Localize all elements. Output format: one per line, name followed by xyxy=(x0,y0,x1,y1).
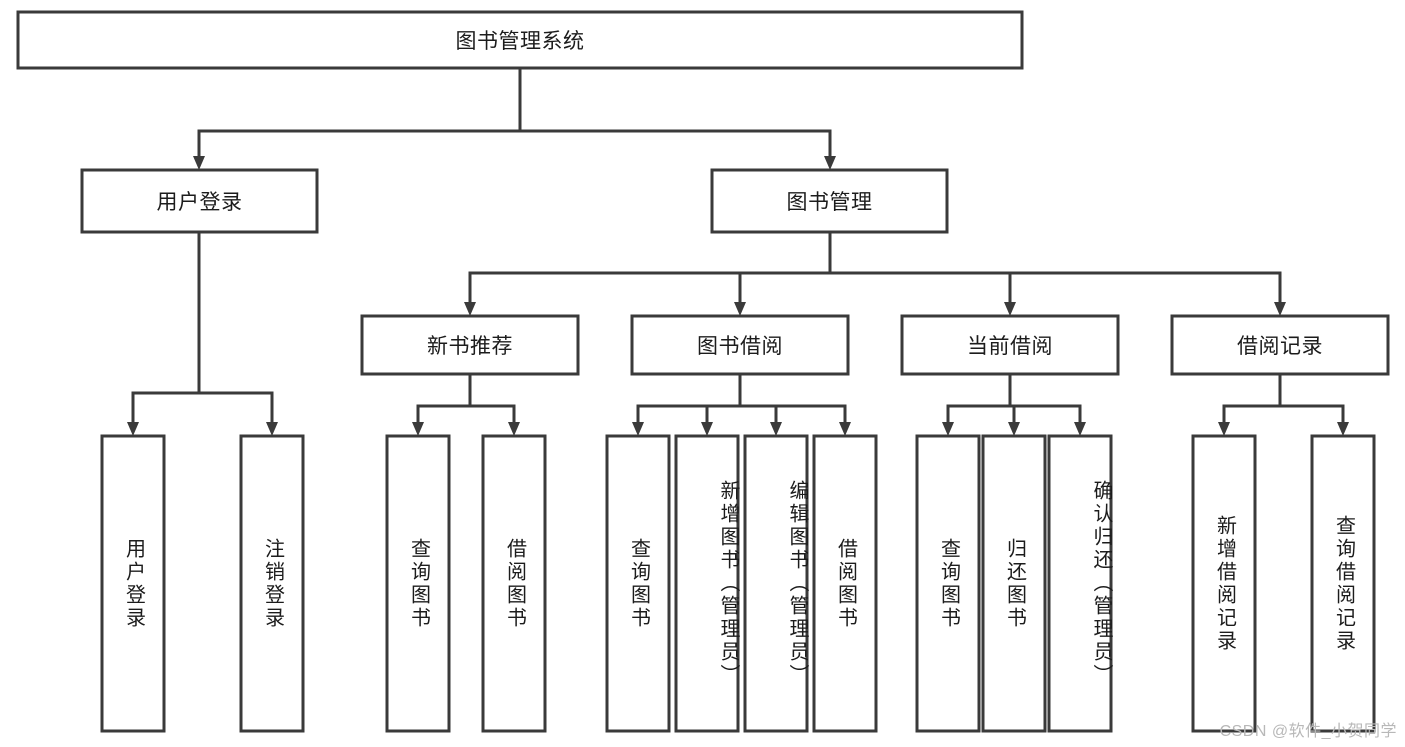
connector-book-mgmt-bus xyxy=(468,230,1282,275)
arrowhead-bm-to-borrow xyxy=(734,302,746,316)
connector-borrow-records-bus xyxy=(1222,372,1345,408)
arrowhead-bm-to-current xyxy=(1004,302,1016,316)
arrowhead-nb-leaf1 xyxy=(412,422,424,436)
leaf-box-bb-add-book[interactable] xyxy=(674,434,740,733)
arrowhead-bb-leaf3 xyxy=(770,422,782,436)
connector-user-login-bus xyxy=(131,230,274,395)
leaf-box-cb-confirm-return[interactable] xyxy=(1047,434,1113,733)
leaf-box-nb-borrow-book[interactable] xyxy=(481,434,547,733)
leaf-box-user-login[interactable] xyxy=(100,434,166,733)
node-user-login-box[interactable] xyxy=(80,168,319,234)
arrowhead-nb-leaf2 xyxy=(508,422,520,436)
arrowhead-br-leaf1 xyxy=(1218,422,1230,436)
leaf-box-cb-query-book[interactable] xyxy=(915,434,981,733)
leaf-box-br-add-record[interactable] xyxy=(1191,434,1257,733)
csdn-watermark: CSDN @软件_小贺同学 xyxy=(1219,723,1397,740)
arrowhead-root-to-book-mgmt xyxy=(824,156,836,170)
connector-root-bus xyxy=(197,66,832,133)
leaf-box-br-query-record[interactable] xyxy=(1310,434,1376,733)
arrowhead-user-login-leaf2 xyxy=(266,422,278,436)
connector-current-borrow-bus xyxy=(946,372,1082,408)
arrowhead-user-login-leaf1 xyxy=(127,422,139,436)
node-current-borrow-box[interactable] xyxy=(900,314,1120,376)
leaf-box-bb-borrow-book[interactable] xyxy=(812,434,878,733)
arrowhead-bb-leaf1 xyxy=(632,422,644,436)
node-book-borrow-box[interactable] xyxy=(630,314,850,376)
node-new-books-box[interactable] xyxy=(360,314,580,376)
leaf-box-bb-query-book[interactable] xyxy=(605,434,671,733)
connector-new-books-bus xyxy=(416,372,516,408)
connector-book-borrow-bus xyxy=(636,372,847,408)
node-root-box[interactable] xyxy=(16,10,1024,70)
arrowhead-bm-to-new-books xyxy=(464,302,476,316)
arrowhead-cb-leaf3 xyxy=(1074,422,1086,436)
arrowhead-cb-leaf1 xyxy=(942,422,954,436)
leaf-box-logout[interactable] xyxy=(239,434,305,733)
arrowhead-bb-leaf4 xyxy=(839,422,851,436)
node-book-mgmt-box[interactable] xyxy=(710,168,949,234)
arrowhead-root-to-user-login xyxy=(193,156,205,170)
arrowhead-bm-to-records xyxy=(1274,302,1286,316)
leaf-box-cb-return-book[interactable] xyxy=(981,434,1047,733)
leaf-box-nb-query-book[interactable] xyxy=(385,434,451,733)
arrowhead-br-leaf2 xyxy=(1337,422,1349,436)
node-borrow-records-box[interactable] xyxy=(1170,314,1390,376)
arrowhead-bb-leaf2 xyxy=(701,422,713,436)
arrowhead-cb-leaf2 xyxy=(1008,422,1020,436)
leaf-box-bb-edit-book[interactable] xyxy=(743,434,809,733)
